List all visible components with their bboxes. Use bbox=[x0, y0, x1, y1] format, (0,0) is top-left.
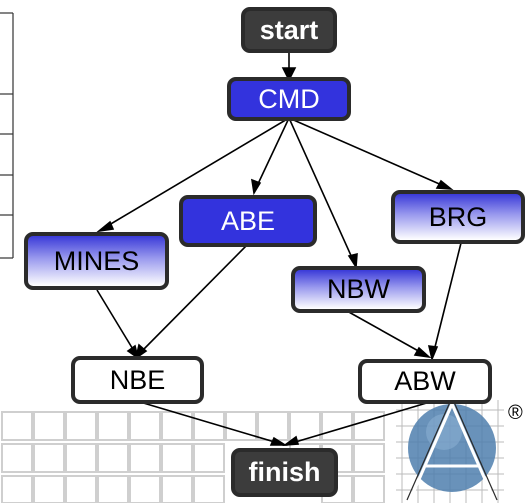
node-finish: finish bbox=[231, 448, 338, 497]
node-brg: BRG bbox=[391, 190, 525, 244]
a-letter-globe-logo bbox=[396, 400, 504, 503]
node-nbe: NBE bbox=[71, 356, 204, 404]
node-start: start bbox=[241, 7, 337, 53]
node-abe: ABE bbox=[179, 195, 317, 247]
registered-mark: ® bbox=[508, 402, 523, 424]
diagram-edges bbox=[96, 51, 462, 447]
node-mines: MINES bbox=[24, 232, 169, 290]
watermark-grid bbox=[1, 411, 385, 503]
left-table-fragment bbox=[0, 12, 14, 259]
node-nbw: NBW bbox=[291, 266, 426, 313]
node-cmd: CMD bbox=[227, 77, 351, 121]
node-abw: ABW bbox=[358, 359, 492, 404]
